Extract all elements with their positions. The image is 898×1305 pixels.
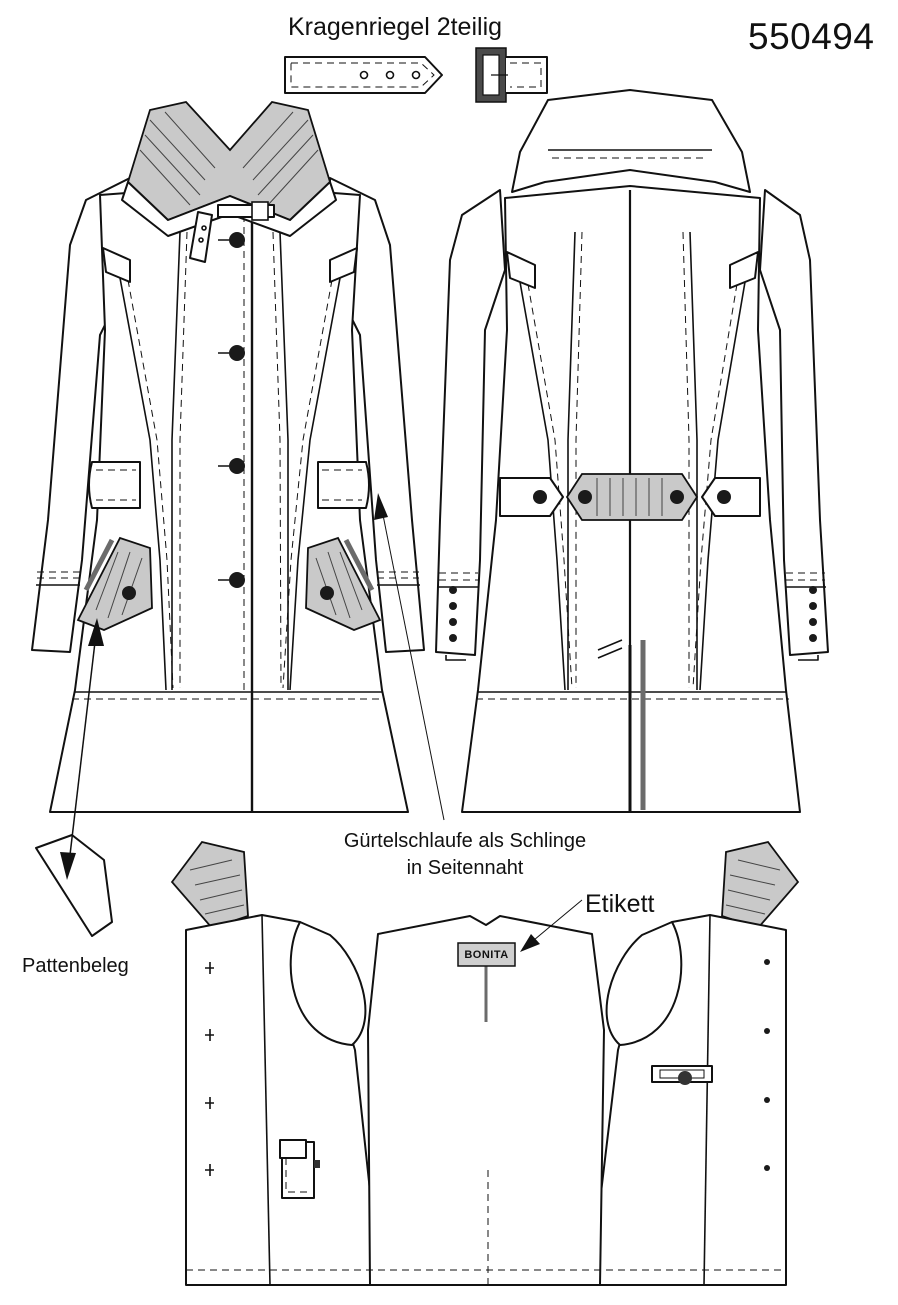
front-view — [31, 101, 425, 813]
label-callout: Etikett — [585, 890, 655, 918]
inside-buttons — [764, 959, 770, 1171]
back-belt-ribbed — [565, 473, 699, 521]
model-number: 550494 — [748, 16, 875, 57]
brand-label-text: BONITA — [464, 948, 509, 961]
belt-loop-annotation-line2: in Seitennaht — [406, 857, 524, 879]
front-left-pocket-flap — [76, 536, 153, 631]
back-right-sleeve — [759, 189, 829, 656]
back-collar — [511, 89, 751, 193]
flap-facing-piece — [35, 834, 113, 937]
inside-buttonholes — [205, 962, 214, 1176]
inside-right-pocket — [651, 1065, 713, 1085]
collar-tab-left-piece — [284, 56, 443, 94]
back-view — [435, 89, 829, 813]
front-buttons — [218, 232, 245, 588]
belt-loop-annotation-line1: Gürtelschlaufe als Schlinge — [343, 830, 587, 852]
inside-left-pocket — [279, 1139, 320, 1199]
flap-facing-label: Pattenbeleg — [22, 955, 129, 977]
inside-back-lining — [367, 915, 605, 1286]
back-left-sleeve — [435, 189, 506, 656]
front-right-pocket-flap — [305, 536, 382, 631]
collar-tab-buckle-piece — [475, 47, 548, 103]
collar-tab-title: Kragenriegel 2teilig — [288, 13, 503, 41]
inside-view — [170, 840, 800, 1286]
belt-loop-annotation: Gürtelschlaufe als Schlinge in Seitennah… — [320, 828, 610, 882]
annotation-arrows — [60, 493, 583, 952]
brand-label-tag — [457, 942, 516, 967]
back-cuff-buttons — [449, 586, 817, 642]
